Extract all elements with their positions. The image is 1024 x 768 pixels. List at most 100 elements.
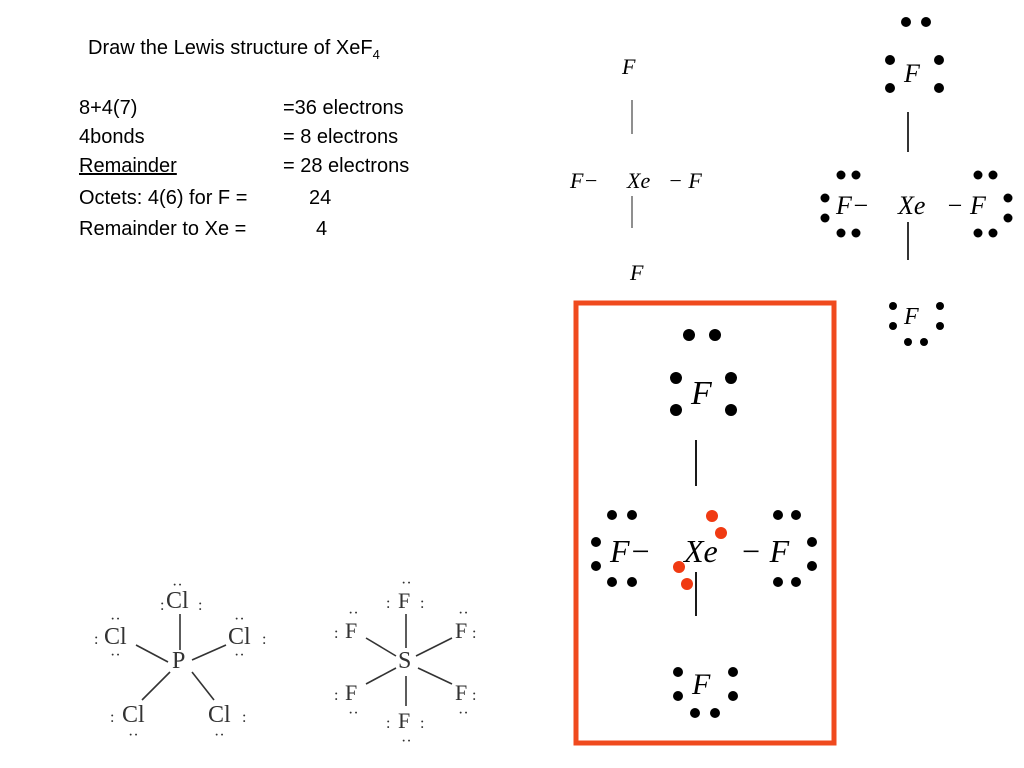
lone-pair-dot [728,667,738,677]
f-top: F [398,588,410,613]
lone-pair-dot [988,228,998,238]
lone-pair-dot [773,577,783,587]
skeleton-left-f: F− [569,168,598,193]
skeleton-top-f: F [621,54,636,79]
lone-pair-dots: ·· [234,647,245,664]
lone-pair-dot [973,170,983,180]
final-top-f: F [690,375,713,412]
octet-structure: F F− Xe − F F [820,17,1013,346]
cl-left: Cl [104,624,127,650]
lone-pair-colon: : [472,687,476,704]
lone-pair-colon: : [242,709,246,726]
lone-pair-dot [710,708,720,718]
lone-pair-colon: : [386,715,390,732]
lone-pair-dot [791,510,801,520]
electron-count-value-2: = 8 electrons [283,127,398,147]
lone-pair-dots: ·· [172,577,183,594]
lone-pair-dots: ·· [110,611,121,628]
lone-pair-dots: ·· [458,705,469,722]
lone-pair-dot [934,55,944,65]
cl-right: Cl [228,624,251,650]
f-lower-left: F [345,680,357,705]
lone-pair-dot [607,577,617,587]
f-bottom: F [398,708,410,733]
bond [191,671,215,701]
lone-pair-dot [973,228,983,238]
lone-pair-dot [607,510,617,520]
electron-count-row-1: 8+4(7) [79,98,137,118]
electron-count-value-4: 24 [309,188,331,208]
slide-title: Draw the Lewis structure of XeF4 [88,38,380,61]
s-center: S [398,648,411,674]
bond [365,667,397,685]
lone-pair-dot [670,404,682,416]
electron-count-row-2: 4bonds [79,127,145,147]
lone-pair-dot [904,338,912,346]
lone-pair-dot [836,170,846,180]
calc-label: Remainder [79,155,177,177]
lone-pair-dot [889,322,897,330]
sf6-example: F : : ·· F : ·· F : ·· S F : ·· F : ·· F… [334,575,476,750]
bond [417,667,453,685]
lone-pair-colon: : [334,687,338,704]
lone-pair-colon: : [420,715,424,732]
skeleton-right-f: − F [668,168,702,193]
p-center: P [172,648,185,674]
lone-pair-dot [627,510,637,520]
lone-pair-dot [1003,193,1013,203]
calc-label: 8+4(7) [79,97,138,119]
lone-pair-dot [901,17,911,27]
octet-bottom-f: F [903,304,919,330]
calc-value: = 8 electrons [283,126,399,148]
lone-pair-colon: : [334,625,338,642]
lone-pair-dot [683,329,695,341]
skeleton-bottom-f: F [629,260,644,285]
skeleton-xe: Xe [626,168,650,193]
lone-pair-dot [690,708,700,718]
cl-top: Cl [166,588,189,614]
electron-count-value-3: = 28 electrons [283,156,409,176]
lone-pair-dot [851,170,861,180]
lone-pair-dot [673,667,683,677]
bond [415,637,453,657]
cl-bottom-right: Cl [208,702,231,728]
xe-lone-pair-dot [706,510,718,522]
lone-pair-dot [885,55,895,65]
title-subscript: 4 [372,47,380,62]
lone-pair-dot [728,691,738,701]
lone-pair-dot [791,577,801,587]
lone-pair-dot [807,561,817,571]
octet-top-f: F [903,59,921,88]
lone-pair-dot [836,228,846,238]
pcl4-example: Cl : : ·· Cl : ·· ·· P Cl : ·· ·· Cl : ·… [94,577,266,744]
final-left-f: F− [609,533,651,569]
f-upper-right: F [455,618,467,643]
electron-count-value-5: 4 [316,219,327,239]
title-text: Draw the Lewis structure of XeF [88,37,373,59]
bond [135,644,169,663]
final-structure: F F− Xe − F F [573,300,837,746]
calc-label: Octets: 4(6) for F = [79,187,248,209]
bond [141,671,171,701]
xe-lone-pair-dot [715,527,727,539]
calc-label: 4bonds [79,126,145,148]
lone-pair-colon: : [262,631,266,648]
lone-pair-dot [591,561,601,571]
lone-pair-dot [673,691,683,701]
lone-pair-dots: ·· [458,605,469,622]
lone-pair-dot [936,322,944,330]
bond [365,637,397,657]
lone-pair-dot [773,510,783,520]
lone-pair-dots: ·· [401,733,412,750]
lone-pair-dot [920,338,928,346]
lone-pair-dots: ·· [401,575,412,592]
lone-pair-dots: ·· [128,727,139,744]
f-lower-right: F [455,680,467,705]
lone-pair-colon: : [198,597,202,614]
lone-pair-dots: ·· [214,727,225,744]
f-upper-left: F [345,618,357,643]
lone-pair-dot [670,372,682,384]
electron-count-row-3: Remainder [79,156,444,176]
highlight-box [573,300,837,746]
